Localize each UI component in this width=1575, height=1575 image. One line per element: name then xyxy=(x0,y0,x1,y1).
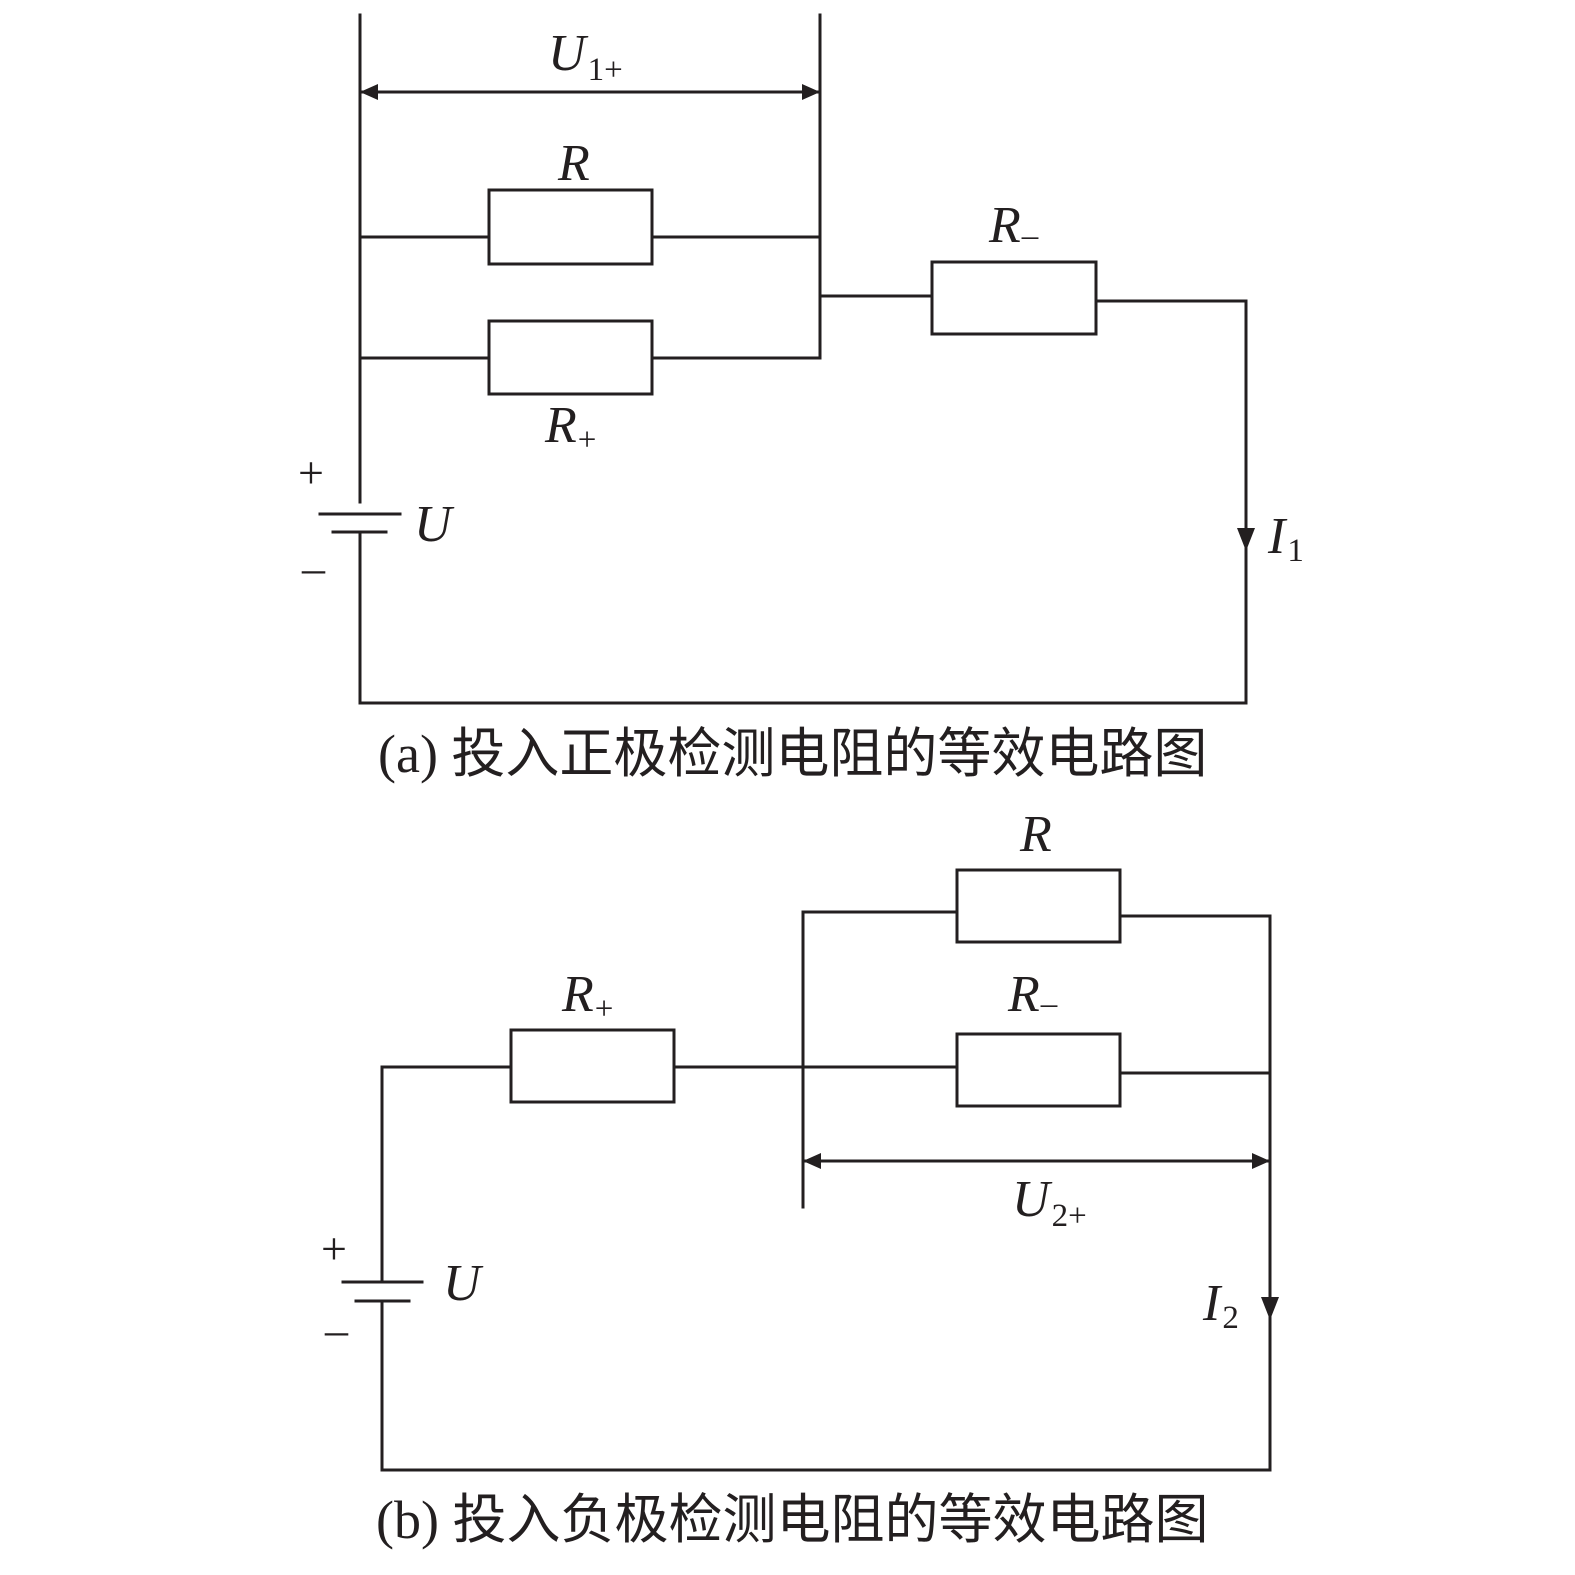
resistor-b-r xyxy=(955,868,1122,944)
label-a-r: R xyxy=(557,135,590,192)
arrowhead-a-left xyxy=(360,84,378,100)
label-b-u2plus: U2+ xyxy=(1012,1171,1087,1234)
label-a-rplus: R+ xyxy=(544,397,596,458)
label-b-i2: I2 xyxy=(1202,1275,1239,1336)
resistor-b-rplus xyxy=(509,1028,676,1104)
arrowhead-b-right xyxy=(1252,1153,1270,1169)
sign-a-minus: – xyxy=(301,542,326,593)
resistor-a-r xyxy=(487,188,654,266)
label-b-rminus: R– xyxy=(1007,966,1058,1023)
label-b-r: R xyxy=(1019,806,1052,863)
arrowhead-a-right xyxy=(802,84,820,100)
resistor-a-rplus xyxy=(487,319,654,396)
current-arrow-b xyxy=(1261,1297,1279,1320)
label-a-u: U xyxy=(414,496,455,553)
arrowhead-b-left xyxy=(803,1153,821,1169)
label-a-u1plus: U1+ xyxy=(548,25,623,88)
caption-a: (a) 投入正极检测电阻的等效电路图 xyxy=(378,724,1207,784)
current-arrow-a xyxy=(1237,528,1255,551)
caption-b: (b) 投入负极检测电阻的等效电路图 xyxy=(376,1490,1208,1550)
sign-a-plus: + xyxy=(298,447,324,498)
sign-b-plus: + xyxy=(321,1223,347,1274)
circuit-b: R R+ R– U2+ + – U I2 (b) 投入负极检测电阻的等效电路图 xyxy=(321,806,1279,1550)
circuit-a: U1+ R R+ R– + – U I1 (a) 投入正极检测电阻的等效电路图 xyxy=(298,13,1304,784)
label-a-i1: I1 xyxy=(1267,508,1304,569)
resistor-a-rminus xyxy=(930,260,1098,336)
sign-b-minus: – xyxy=(324,1304,349,1355)
label-b-rplus: R+ xyxy=(561,966,613,1027)
label-a-rminus: R– xyxy=(988,197,1039,254)
label-b-u: U xyxy=(443,1255,484,1312)
resistor-b-rminus xyxy=(955,1032,1122,1108)
